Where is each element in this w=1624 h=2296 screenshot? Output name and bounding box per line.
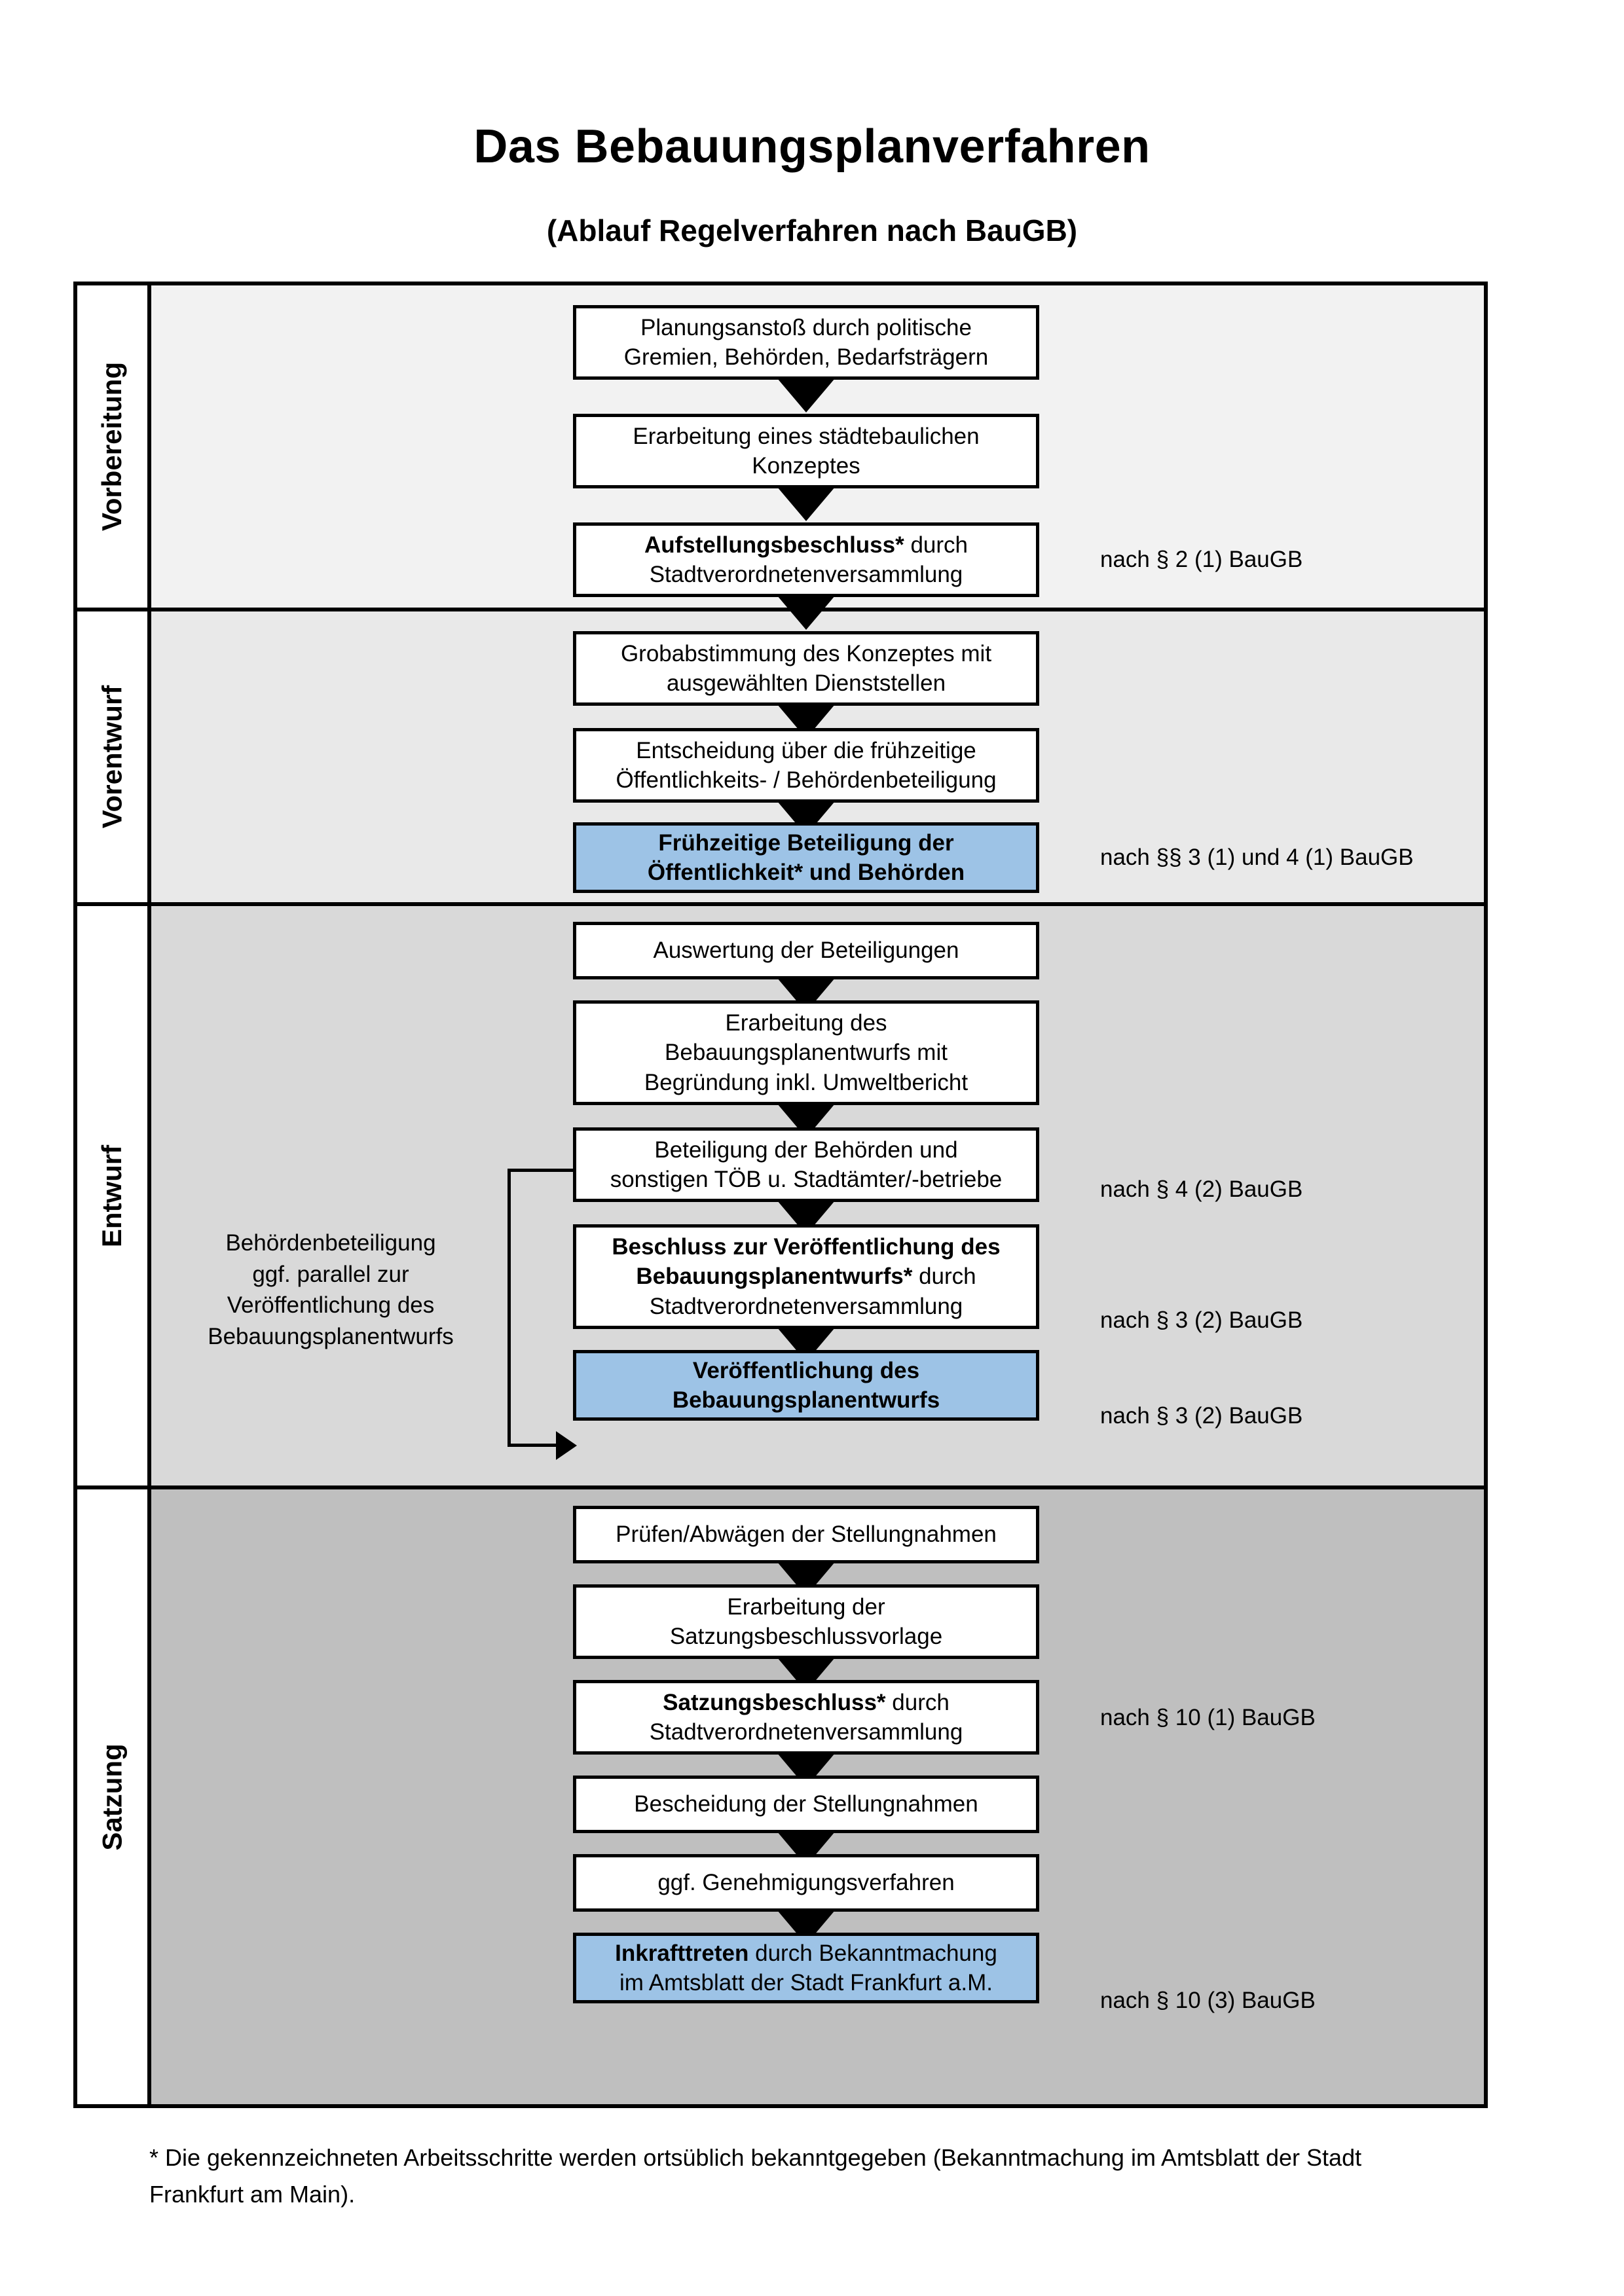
flow-node-entscheidung-fruehzeitige-beteiligung: Entscheidung über die frühzeitige Öffent…: [573, 728, 1039, 803]
node-line: Konzeptes: [752, 453, 860, 479]
legal-reference-aufstellungsbeschluss: nach § 2 (1) BauGB: [1100, 547, 1303, 572]
node-bold-lead: Aufstellungsbeschluss*: [644, 532, 904, 558]
node-line: Aufstellungsbeschluss* durch: [644, 530, 968, 560]
node-line: Beteiligung der Behörden und: [654, 1137, 958, 1163]
node-line: Erarbeitung des: [725, 1010, 887, 1036]
node-bold-lead: Bebauungsplanentwurfs*: [636, 1264, 913, 1290]
footnote: * Die gekennzeichneten Arbeitsschritte w…: [149, 2140, 1485, 2213]
legal-reference-beschluss-veroeffentlichung: nach § 3 (2) BauGB: [1100, 1307, 1303, 1333]
node-line: Stadtverordnetenversammlung: [649, 1719, 963, 1745]
flow-node-planungsanstoss: Planungsanstoß durch politische Gremien,…: [573, 305, 1039, 380]
flow-node-inkrafttreten: Inkrafttreten durch Bekanntmachung im Am…: [573, 1933, 1039, 2003]
node-line: Bebauungsplanentwurfs* durch: [612, 1262, 1000, 1292]
phase-label-entwurf: Entwurf: [77, 906, 147, 1485]
flow-arrow-down: [777, 378, 835, 412]
node-bold-lead: Satzungsbeschluss*: [663, 1689, 886, 1715]
node-line: Gremien, Behörden, Bedarfsträgern: [623, 344, 989, 370]
flow-node-aufstellungsbeschluss: Aufstellungsbeschluss* durch Stadtverord…: [573, 522, 1039, 597]
node-bold-lead: Inkrafttreten: [615, 1940, 749, 1966]
page-title: Das Bebauungsplanverfahren: [473, 120, 1151, 173]
parallel-connector-arrowhead-icon: [556, 1431, 577, 1460]
band-divider: [77, 1485, 1484, 1489]
flow-node-pruefen-abwaegen: Prüfen/Abwägen der Stellungnahmen: [573, 1506, 1039, 1563]
diagram-frame: [73, 282, 1488, 2108]
phase-label-text: Entwurf: [96, 1144, 128, 1247]
node-line-rest: durch: [885, 1689, 950, 1715]
flow-node-satzungsbeschluss: Satzungsbeschluss* durch Stadtverordnete…: [573, 1680, 1039, 1755]
flow-node-genehmigungsverfahren: ggf. Genehmigungsverfahren: [573, 1854, 1039, 1912]
side-note-line: Veröffentlichung des: [227, 1292, 435, 1319]
node-line: sonstigen TÖB u. Stadtämter/-betriebe: [610, 1167, 1003, 1192]
phase-label-vorbereitung: Vorbereitung: [77, 285, 147, 608]
flow-node-erarbeitung-bplan-entwurf: Erarbeitung des Bebauungsplanentwurfs mi…: [573, 1000, 1039, 1105]
phase-label-text: Vorentwurf: [96, 685, 128, 829]
legal-reference-satzungsbeschluss: nach § 10 (1) BauGB: [1100, 1705, 1316, 1730]
flow-node-auswertung-beteiligungen: Auswertung der Beteiligungen: [573, 922, 1039, 979]
side-note-line: Bebauungsplanentwurfs: [208, 1323, 454, 1349]
page-subtitle: (Ablauf Regelverfahren nach BauGB): [546, 213, 1078, 247]
node-line-rest: durch: [912, 1264, 976, 1290]
node-line: Auswertung der Beteiligungen: [653, 938, 959, 964]
flow-arrow-down: [777, 487, 835, 521]
node-line: Bescheidung der Stellungnahmen: [634, 1791, 978, 1817]
node-line: Inkrafttreten durch Bekanntmachung: [615, 1939, 997, 1969]
node-line: Prüfen/Abwägen der Stellungnahmen: [616, 1522, 997, 1548]
node-line: Frühzeitige Beteiligung der: [658, 829, 954, 856]
side-note-line: ggf. parallel zur: [252, 1261, 409, 1287]
band-divider: [77, 902, 1484, 906]
node-line: Bebauungsplanentwurfs mit: [665, 1040, 948, 1066]
phase-label-text: Satzung: [96, 1743, 128, 1851]
side-note-line: Behördenbeteiligung: [225, 1230, 436, 1256]
flow-node-veroeffentlichung-bplan-entwurf: Veröffentlichung des Bebauungsplanentwur…: [573, 1350, 1039, 1421]
phase-label-vorentwurf: Vorentwurf: [77, 611, 147, 902]
parallel-connector-vertical-segment: [507, 1169, 511, 1447]
node-line-rest: durch: [904, 532, 969, 558]
flow-node-beschluss-veroeffentlichung: Beschluss zur Veröffentlichung des Bebau…: [573, 1224, 1039, 1329]
node-line: Veröffentlichung des: [692, 1357, 920, 1383]
parallel-connector-bottom-segment: [507, 1444, 559, 1447]
phase-label-text: Vorbereitung: [96, 361, 128, 532]
legal-reference-fruehzeitige-beteiligung: nach §§ 3 (1) und 4 (1) BauGB: [1100, 845, 1414, 870]
node-line: Beschluss zur Veröffentlichung des: [612, 1233, 1001, 1260]
flow-node-fruehzeitige-beteiligung: Frühzeitige Beteiligung der Öffentlichke…: [573, 822, 1039, 893]
flow-node-erarbeitung-satzungsbeschlussvorlage: Erarbeitung der Satzungsbeschlussvorlage: [573, 1584, 1039, 1659]
label-column-divider: [147, 282, 151, 2108]
flow-node-staedtebauliches-konzept: Erarbeitung eines städtebaulichen Konzep…: [573, 414, 1039, 488]
parallel-connector-top-segment: [507, 1169, 576, 1172]
flow-arrow-down: [777, 596, 835, 630]
flow-node-bescheidung-stellungnahmen: Bescheidung der Stellungnahmen: [573, 1776, 1039, 1833]
node-line: Stadtverordnetenversammlung: [649, 1293, 963, 1319]
node-line: Satzungsbeschluss* durch: [650, 1688, 963, 1718]
node-line: Grobabstimmung des Konzeptes mit: [620, 640, 992, 666]
footnote-line: Frankfurt am Main).: [149, 2180, 356, 2208]
legal-reference-beteiligung-behoerden: nach § 4 (2) BauGB: [1100, 1176, 1303, 1202]
node-line: ausgewählten Dienststellen: [666, 670, 946, 696]
node-line: Satzungsbeschlussvorlage: [669, 1624, 943, 1649]
node-line: Stadtverordnetenversammlung: [649, 562, 963, 587]
footnote-line: * Die gekennzeichneten Arbeitsschritte w…: [149, 2144, 1362, 2171]
node-line: Planungsanstoß durch politische: [640, 314, 972, 340]
node-line-rest: durch Bekanntmachung: [748, 1940, 997, 1966]
phase-label-satzung: Satzung: [77, 1489, 147, 2104]
node-line: Öffentlichkeit* und Behörden: [647, 860, 965, 885]
flow-node-beteiligung-behoerden-toeb: Beteiligung der Behörden und sonstigen T…: [573, 1127, 1039, 1202]
node-line: Bebauungsplanentwurfs: [672, 1387, 940, 1413]
legal-reference-inkrafttreten: nach § 10 (3) BauGB: [1100, 1988, 1316, 2013]
node-line: Erarbeitung eines städtebaulichen: [633, 423, 980, 449]
node-line: ggf. Genehmigungsverfahren: [657, 1870, 955, 1896]
node-line: im Amtsblatt der Stadt Frankfurt a.M.: [619, 1970, 993, 1995]
node-line: Begründung inkl. Umweltbericht: [644, 1069, 969, 1095]
node-line: Erarbeitung der: [727, 1594, 885, 1620]
node-line: Öffentlichkeits- / Behördenbeteiligung: [616, 767, 997, 793]
legal-reference-veroeffentlichung: nach § 3 (2) BauGB: [1100, 1403, 1303, 1429]
side-note-behoerdenbeteiligung: Behördenbeteiligung ggf. parallel zur Ve…: [190, 1228, 471, 1352]
node-line: Entscheidung über die frühzeitige: [636, 737, 976, 763]
flow-node-grobabstimmung: Grobabstimmung des Konzeptes mit ausgewä…: [573, 631, 1039, 706]
